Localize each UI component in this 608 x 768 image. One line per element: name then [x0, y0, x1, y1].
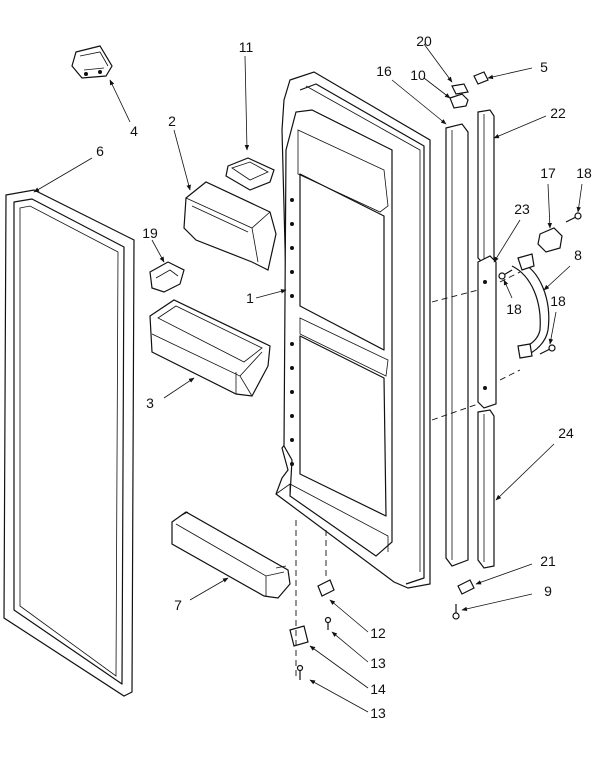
door-bin-part [149, 299, 271, 397]
callout-10: 10 [410, 67, 426, 83]
lower-handle-trim-part [477, 409, 495, 569]
callout-2: 2 [168, 113, 176, 129]
callout-1: 1 [246, 290, 254, 306]
callout-18-right: 18 [550, 293, 566, 309]
utility-tray-part [225, 157, 275, 191]
callout-7: 7 [174, 597, 182, 613]
callout-5: 5 [540, 59, 548, 75]
callout-9: 9 [544, 583, 552, 599]
callout-14: 14 [370, 681, 386, 697]
hinge-bushing-part [449, 71, 489, 109]
screw-part [498, 212, 582, 355]
liner-mount-holes [290, 198, 294, 466]
handle-mount-plate-part [477, 255, 497, 409]
callout-11: 11 [239, 39, 254, 55]
callout-16: 16 [376, 63, 392, 79]
clip-part [149, 261, 185, 293]
door-liner-part [275, 71, 431, 589]
handle-part [511, 253, 550, 359]
dairy-door-part [183, 181, 277, 271]
lower-hinge-hardware [289, 579, 335, 680]
callout-8: 8 [574, 247, 582, 263]
callout-18-top: 18 [576, 165, 592, 181]
callout-23: 23 [514, 201, 530, 217]
callout-20: 20 [416, 33, 432, 49]
callout-19: 19 [142, 225, 158, 241]
bottom-bracket-part [452, 579, 475, 620]
callout-13-upper: 13 [370, 655, 386, 671]
callout-24: 24 [558, 425, 574, 441]
callout-6: 6 [96, 143, 104, 159]
callout-12: 12 [370, 625, 386, 641]
door-gasket-part [3, 189, 135, 697]
assembly-guide-lines [295, 271, 521, 680]
callout-3: 3 [146, 395, 154, 411]
callout-22: 22 [550, 105, 566, 121]
callout-17: 17 [540, 165, 556, 181]
callout-21: 21 [540, 553, 556, 569]
handle-cap-part [537, 227, 563, 253]
callout-13-lower: 13 [370, 705, 386, 721]
callout-labels: 11 2 4 6 19 1 3 7 12 13 14 13 16 20 10 5… [96, 33, 592, 721]
bottom-shelf-part [171, 511, 291, 599]
door-trim-part [445, 123, 469, 567]
callout-4: 4 [130, 123, 138, 139]
upper-handle-trim-part [477, 109, 495, 265]
leader-arrows [33, 43, 583, 713]
hinge-cap-part [71, 45, 113, 79]
callout-18-mid: 18 [506, 301, 522, 317]
